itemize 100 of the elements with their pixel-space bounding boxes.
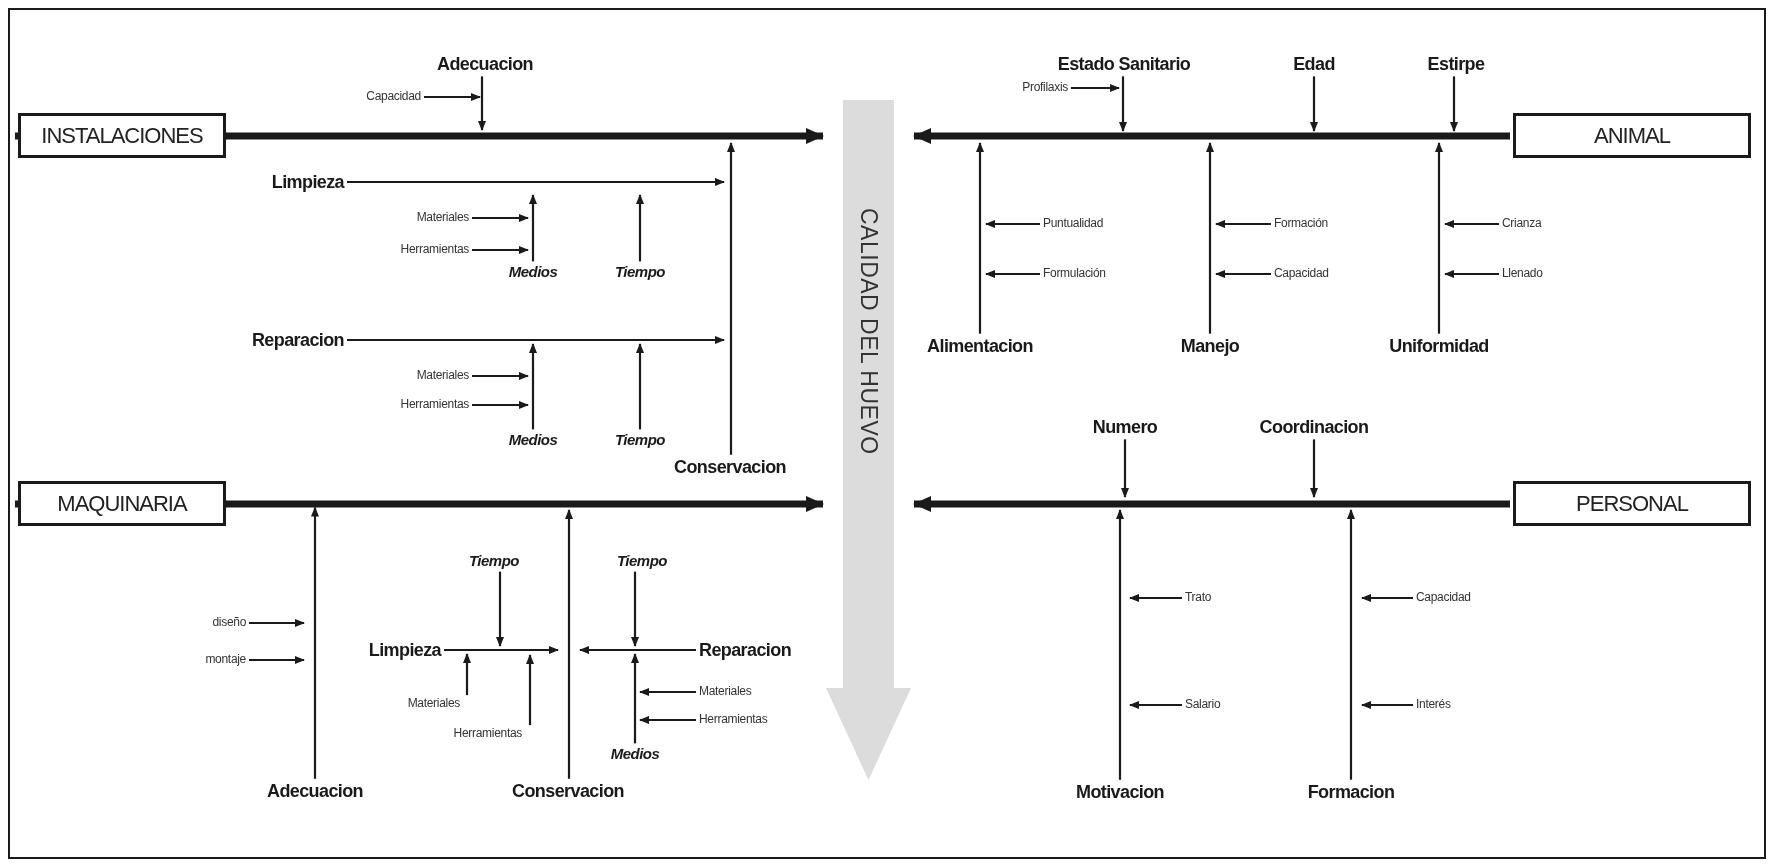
arrow	[249, 656, 305, 664]
arrow	[1215, 220, 1271, 228]
category-label: PERSONAL	[1576, 490, 1688, 517]
category-box	[1513, 113, 1751, 158]
arrow	[985, 270, 1040, 278]
arrow	[1129, 594, 1182, 602]
arrow	[1444, 220, 1499, 228]
arrow	[1361, 594, 1413, 602]
arrow	[478, 76, 486, 131]
cause-label: Adecuacion	[437, 53, 533, 75]
arrow	[424, 93, 481, 101]
arrow	[1450, 76, 1458, 132]
sub-cause-label: Tiempo	[616, 552, 668, 570]
cause-label: Alimentacion	[927, 335, 1033, 357]
arrow	[639, 716, 696, 724]
sub-cause-label: Materiales	[407, 697, 460, 711]
cause-label: Limpieza	[271, 171, 344, 193]
sub-cause-label: Materiales	[416, 211, 469, 225]
sub-cause-label: montaje	[205, 653, 246, 667]
arrow	[472, 214, 529, 222]
sub-cause-label: Herramientas	[699, 713, 768, 727]
cause-label: Conservacion	[674, 456, 786, 478]
category-label: INSTALACIONES	[41, 122, 203, 149]
sub-cause-label: Formulación	[1043, 267, 1106, 281]
cause-label: Edad	[1293, 53, 1335, 75]
cause-label: Reparacion	[699, 639, 792, 661]
arrow	[976, 142, 984, 334]
arrow	[639, 688, 696, 696]
sub-cause-label: Materiales	[416, 369, 469, 383]
arrow	[1071, 84, 1120, 92]
arrow	[579, 646, 696, 654]
arrow	[985, 220, 1040, 228]
arrow	[631, 653, 639, 744]
cause-label: Estado Sanitario	[1057, 53, 1191, 75]
arrow	[472, 401, 529, 409]
sub-cause-label: Profilaxis	[1022, 81, 1068, 95]
arrow	[347, 336, 725, 344]
sub-cause-label: Capacidad	[366, 90, 421, 104]
sub-cause-label: Salario	[1185, 698, 1221, 712]
category-box	[18, 113, 226, 158]
arrow	[636, 194, 644, 262]
cause-label: Conservacion	[512, 780, 624, 802]
sub-cause-label: Tiempo	[614, 431, 666, 449]
sub-cause-label: Herramientas	[453, 727, 522, 741]
cause-label: Estirpe	[1427, 53, 1485, 75]
arrow	[347, 178, 725, 186]
sub-cause-label: Trato	[1185, 591, 1212, 605]
arrow	[1119, 76, 1127, 132]
arrow	[1310, 439, 1318, 498]
sub-cause-label: Tiempo	[614, 263, 666, 281]
arrow	[526, 654, 534, 726]
sub-cause-label: Llenado	[1502, 267, 1543, 281]
sub-cause-label: Tiempo	[468, 552, 520, 570]
arrow	[249, 619, 305, 627]
category-box	[1513, 481, 1751, 526]
arrow	[1435, 142, 1443, 334]
arrow	[1129, 701, 1182, 709]
arrow	[496, 571, 504, 647]
arrow	[1444, 270, 1499, 278]
arrow	[529, 194, 537, 262]
cause-label: Numero	[1092, 416, 1158, 438]
arrow	[727, 142, 735, 455]
sub-cause-label: Crianza	[1502, 217, 1542, 231]
cause-label: Manejo	[1180, 335, 1240, 357]
sub-cause-label: Materiales	[699, 685, 752, 699]
sub-cause-label: diseño	[212, 616, 246, 630]
sub-cause-label: Medios	[508, 431, 558, 449]
cause-label: Coordinacion	[1259, 416, 1369, 438]
cause-label: Limpieza	[368, 639, 441, 661]
cause-label: Uniformidad	[1389, 335, 1489, 357]
arrow	[1361, 701, 1413, 709]
arrow	[565, 509, 573, 779]
category-label: MAQUINARIA	[57, 490, 187, 517]
cause-label: Adecuacion	[267, 780, 363, 802]
sub-cause-label: Formación	[1274, 217, 1328, 231]
sub-cause-label: Capacidad	[1274, 267, 1329, 281]
category-box	[18, 481, 226, 526]
cause-label: Reparacion	[251, 329, 344, 351]
sub-cause-label: Puntualidad	[1043, 217, 1104, 231]
arrow	[472, 246, 529, 254]
sub-cause-label: Medios	[508, 263, 558, 281]
arrow	[311, 506, 319, 779]
category-label: ANIMAL	[1594, 122, 1670, 149]
arrow	[1121, 439, 1129, 498]
arrow	[1215, 270, 1271, 278]
sub-cause-label: Herramientas	[400, 398, 469, 412]
sub-cause-label: Medios	[610, 745, 660, 763]
arrow	[1206, 142, 1214, 334]
cause-label: Formacion	[1307, 781, 1395, 803]
sub-cause-label: Herramientas	[400, 243, 469, 257]
arrow	[631, 571, 639, 647]
arrow	[463, 653, 471, 696]
sub-cause-label: Interés	[1416, 698, 1451, 712]
arrow	[1347, 509, 1355, 780]
arrow	[529, 343, 537, 430]
arrow	[1310, 76, 1318, 132]
arrow	[472, 372, 529, 380]
arrow	[444, 646, 559, 654]
sub-cause-label: Capacidad	[1416, 591, 1471, 605]
cause-label: Motivacion	[1076, 781, 1164, 803]
